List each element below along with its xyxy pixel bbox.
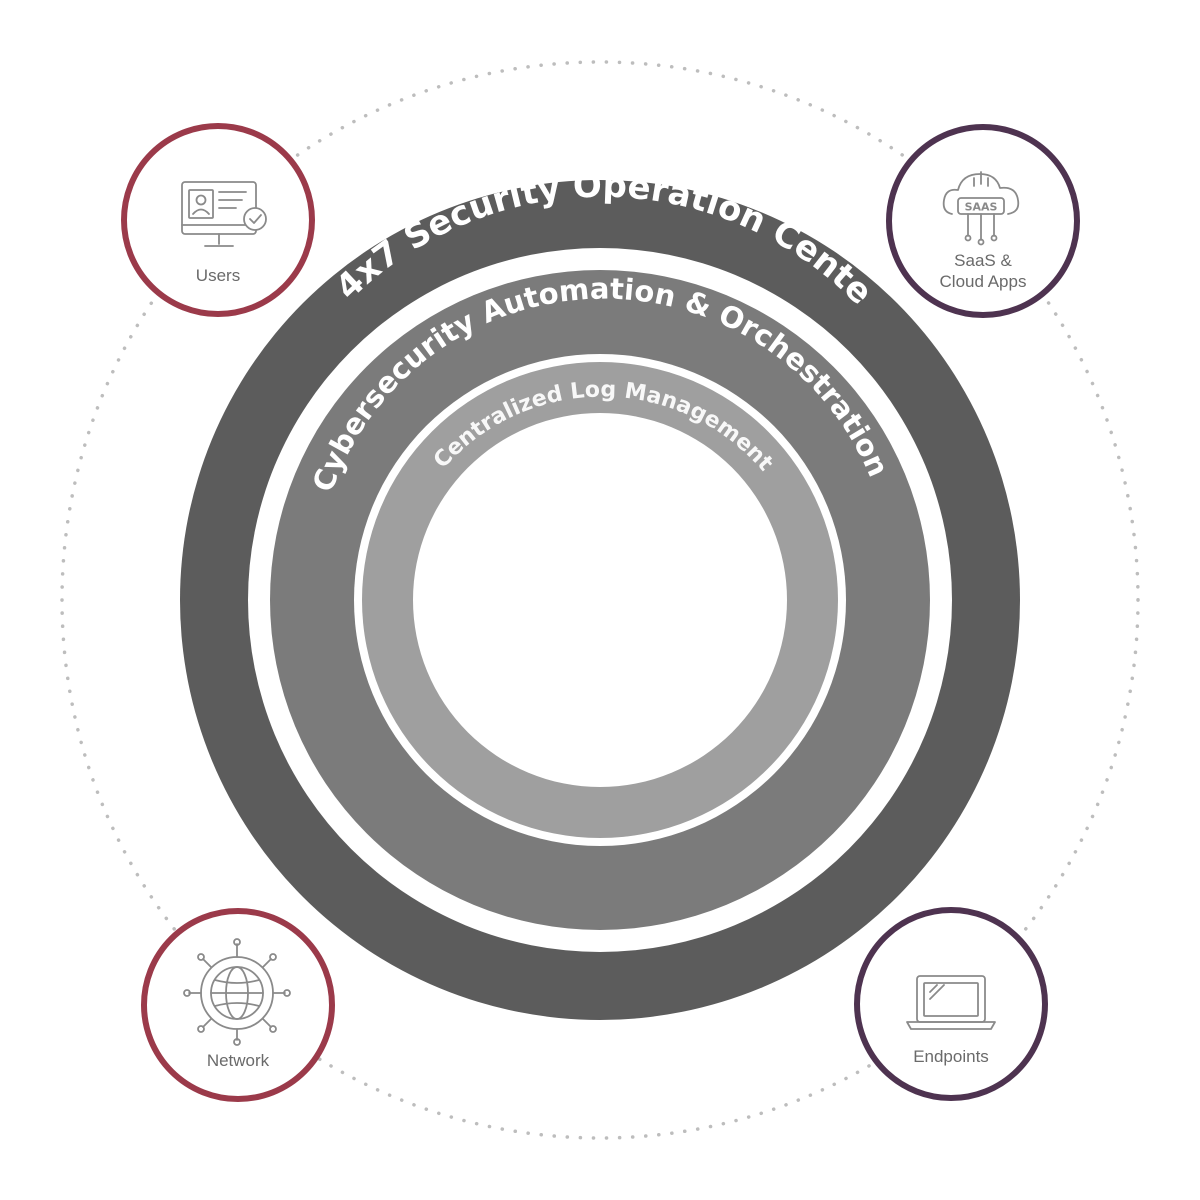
node-saas-label-line2: Cloud Apps	[940, 272, 1027, 291]
dotted-connector-ring	[60, 60, 1140, 1140]
node-network-label: Network	[207, 1051, 270, 1070]
center-disc	[413, 413, 787, 787]
node-users-label: Users	[196, 266, 240, 285]
node-saas-label-line1: SaaS &	[954, 251, 1012, 270]
globe-network-icon	[183, 938, 291, 1046]
node-network[interactable]: Network	[141, 908, 335, 1102]
node-saas-cloud-apps[interactable]: SAAS SaaS & Cloud Apps	[886, 124, 1080, 318]
node-users[interactable]: Users	[121, 123, 315, 317]
saas-cloud-icon: SAAS	[942, 171, 1020, 246]
node-endpoints[interactable]: Endpoints	[854, 907, 1048, 1101]
node-endpoints-label: Endpoints	[913, 1047, 989, 1066]
laptop-icon	[906, 975, 996, 1030]
saas-badge-text: SAAS	[965, 201, 998, 214]
user-monitor-icon	[181, 181, 267, 247]
